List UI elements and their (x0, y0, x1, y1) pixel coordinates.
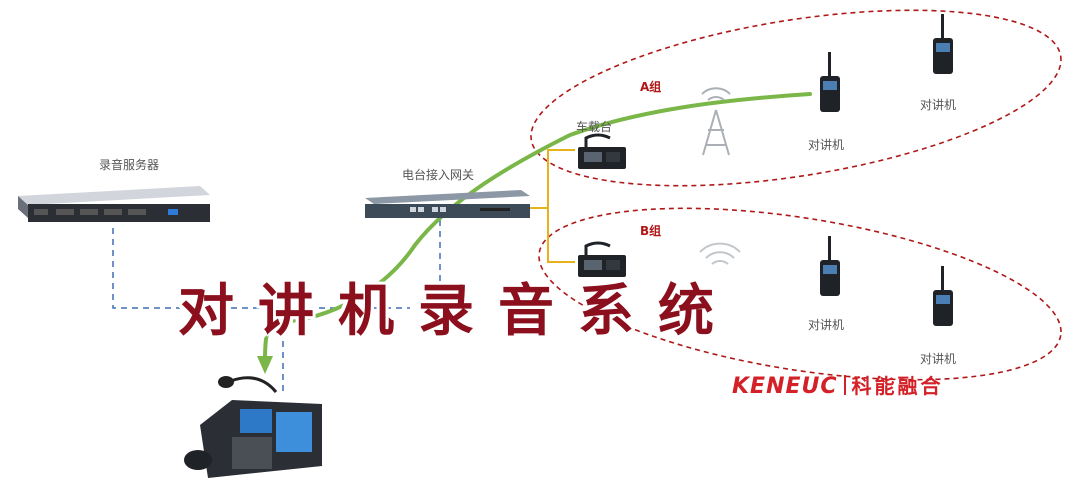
radio-a1-label: 对讲机 (808, 138, 845, 152)
handheld-radio-a1-icon (820, 52, 840, 112)
radio-b2-label: 对讲机 (920, 352, 957, 366)
handheld-radio-a2-icon (933, 14, 953, 74)
group-b-ellipse (538, 207, 1062, 381)
radio-a2-label: 对讲机 (920, 98, 957, 112)
diagram-title: 对讲机录音系统 (178, 278, 738, 344)
handheld-radio-b2-icon (933, 266, 953, 326)
gateway-icon (365, 190, 530, 218)
vehicle-b-label: 车载 (586, 287, 611, 301)
radio-link-b (547, 208, 575, 263)
server-icon (18, 186, 210, 222)
signal-arrow-head (257, 356, 273, 374)
desk-phone-icon (184, 376, 322, 478)
brand-divider (843, 375, 846, 395)
vehicle-radio-b-icon (578, 241, 626, 277)
gateway-label: 电台接入网关 (402, 168, 475, 182)
brand-logo: KENEUC 科能融合 (732, 370, 944, 399)
radio-link-a (547, 149, 575, 208)
radio-b1-label: 对讲机 (808, 318, 845, 332)
server-link (112, 228, 410, 309)
handheld-radio-b1-icon (820, 236, 840, 296)
brand-name-cn: 科能融合 (851, 374, 944, 398)
group-b-label: B组 (640, 224, 662, 238)
group-a-label: A组 (640, 80, 662, 94)
group-a-ellipse (530, 9, 1062, 187)
brand-name-en: KENEUC (732, 374, 838, 399)
vehicle-a-label: 车载台 (576, 120, 613, 134)
server-label: 录音服务器 (99, 158, 160, 172)
antenna-tower-b-icon (699, 242, 741, 265)
vehicle-radio-a-icon (578, 133, 626, 169)
antenna-tower-a-icon (701, 87, 731, 156)
radio-links (530, 149, 575, 263)
